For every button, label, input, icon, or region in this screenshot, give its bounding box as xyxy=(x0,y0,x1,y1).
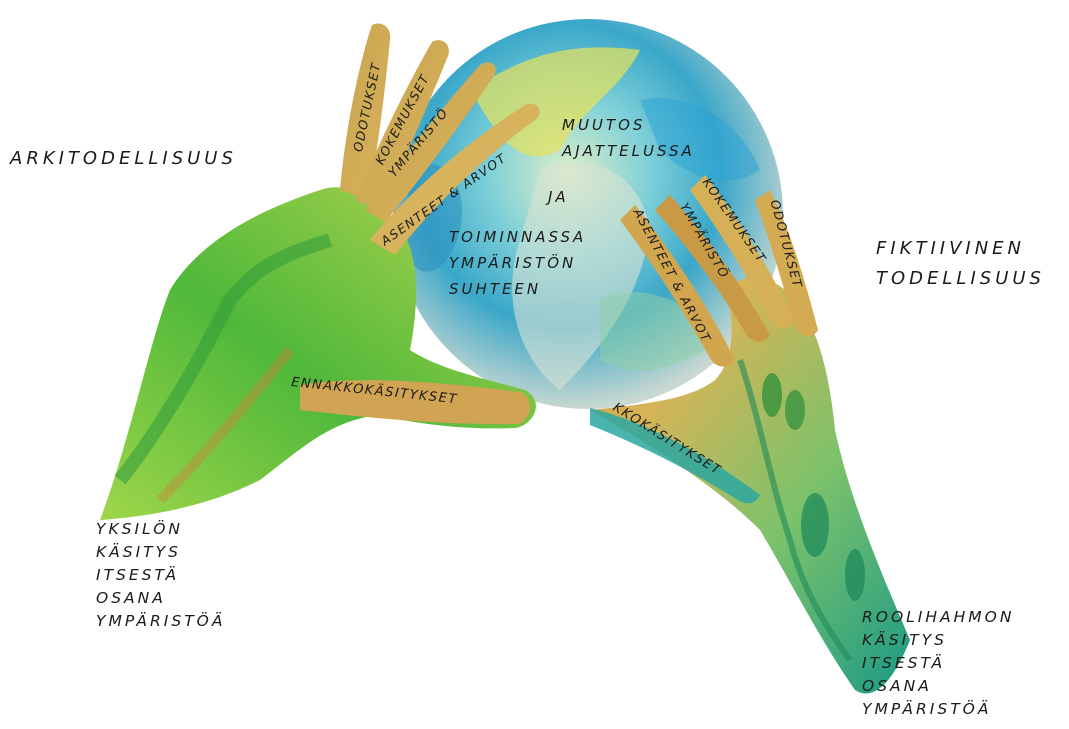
left-title: ARKITODELLISUUS xyxy=(10,148,237,169)
right-caption-line: OSANA xyxy=(862,675,1014,698)
right-caption-line: ROOLIHAHMON xyxy=(862,606,1014,629)
left-caption-line: KÄSITYS xyxy=(96,541,225,564)
globe-text-line: AJATTELUSSA xyxy=(562,142,695,160)
globe-text-line: MUUTOS xyxy=(562,116,645,134)
left-caption-line: ITSESTÄ xyxy=(96,564,225,587)
globe-text-line: YMPÄRISTÖN xyxy=(449,254,576,272)
left-caption-line: YMPÄRISTÖÄ xyxy=(96,610,225,633)
right-title: FIKTIIVINEN TODELLISUUS xyxy=(876,234,1045,294)
left-caption-line: YKSILÖN xyxy=(96,518,225,541)
left-caption-line: OSANA xyxy=(96,587,225,610)
globe-text-line: TOIMINNASSA xyxy=(449,228,586,246)
right-caption-line: YMPÄRISTÖÄ xyxy=(862,698,1014,721)
left-caption: YKSILÖN KÄSITYS ITSESTÄ OSANA YMPÄRISTÖÄ xyxy=(96,518,225,633)
right-title-line: TODELLISUUS xyxy=(876,264,1045,294)
right-caption: ROOLIHAHMON KÄSITYS ITSESTÄ OSANA YMPÄRI… xyxy=(862,606,1014,721)
globe-text-line: JA xyxy=(548,188,569,206)
right-caption-line: KÄSITYS xyxy=(862,629,1014,652)
right-title-line: FIKTIIVINEN xyxy=(876,234,1045,264)
globe-text-line: SUHTEEN xyxy=(449,280,541,298)
right-caption-line: ITSESTÄ xyxy=(862,652,1014,675)
